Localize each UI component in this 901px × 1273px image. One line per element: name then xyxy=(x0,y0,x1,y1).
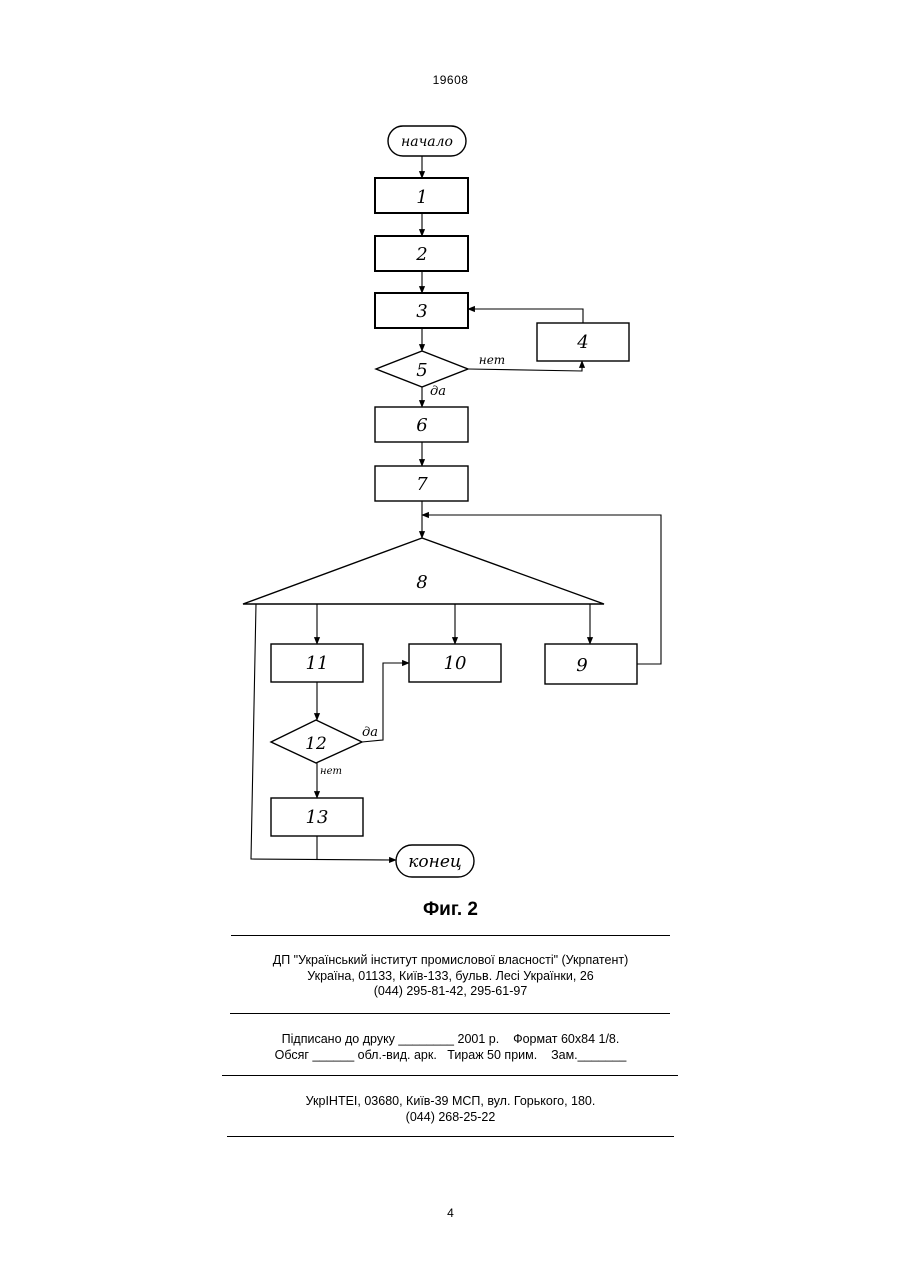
block-4-label: 4 xyxy=(576,332,588,353)
block-8-triangle xyxy=(243,538,604,604)
divider xyxy=(231,935,670,936)
block-5-no-label: нет xyxy=(479,353,505,367)
publisher-info: ДП "Український інститут промислової вла… xyxy=(0,953,901,1000)
flowchart-diagram: начало 1 2 3 4 5 нет да 6 7 8 11 10 9 12… xyxy=(0,0,901,900)
print-info: Підписано до друку ________ 2001 р. Форм… xyxy=(0,1032,901,1063)
end-label: конец xyxy=(408,852,462,872)
block-9-label: 9 xyxy=(576,655,587,676)
divider xyxy=(227,1136,674,1137)
block-8-label: 8 xyxy=(416,572,427,593)
block-5-yes-label: да xyxy=(430,384,446,399)
divider xyxy=(222,1075,678,1076)
print-date-format: Підписано до друку ________ 2001 р. Форм… xyxy=(0,1032,901,1048)
block-3-label: 3 xyxy=(416,301,427,322)
publisher-phone: (044) 295-81-42, 295-61-97 xyxy=(0,984,901,1000)
block-6-label: 6 xyxy=(416,415,427,436)
start-label: начало xyxy=(401,134,453,150)
block-12-label: 12 xyxy=(305,734,327,754)
publisher-address: Україна, 01133, Київ-133, бульв. Лесі Ук… xyxy=(0,969,901,985)
printer-address: УкрІНТЕІ, 03680, Київ-39 МСП, вул. Горьк… xyxy=(0,1094,901,1110)
print-volume-run: Обсяг ______ обл.-вид. арк. Тираж 50 при… xyxy=(0,1048,901,1064)
block-11-label: 11 xyxy=(306,653,329,674)
figure-caption: Фиг. 2 xyxy=(0,899,901,921)
block-10-label: 10 xyxy=(444,653,467,674)
block-9 xyxy=(545,644,637,684)
block-1-label: 1 xyxy=(416,187,427,208)
block-13-label: 13 xyxy=(306,807,329,828)
block-7-label: 7 xyxy=(416,474,428,495)
block-12-yes-label: да xyxy=(362,725,378,740)
block-2-label: 2 xyxy=(415,244,427,265)
printer-phone: (044) 268-25-22 xyxy=(0,1110,901,1126)
printer-info: УкрІНТЕІ, 03680, Київ-39 МСП, вул. Горьк… xyxy=(0,1094,901,1125)
publisher-name: ДП "Український інститут промислової вла… xyxy=(0,953,901,969)
block-5-label: 5 xyxy=(416,360,427,381)
block-12-no-label: нет xyxy=(320,766,342,777)
divider xyxy=(230,1013,670,1014)
page-number: 4 xyxy=(0,1206,901,1220)
